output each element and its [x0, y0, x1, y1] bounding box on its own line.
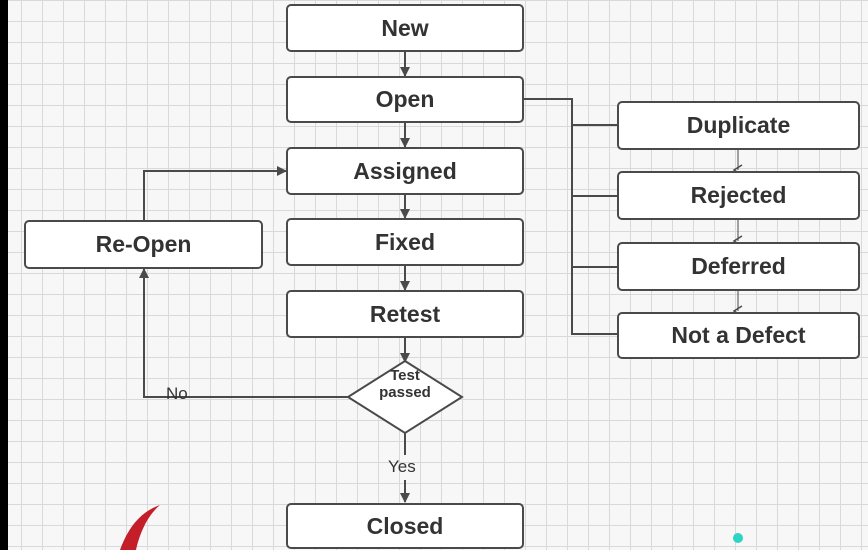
decision-diamond	[346, 359, 464, 435]
logo-swoosh	[120, 505, 160, 550]
edge-reopen-assigned	[143, 166, 287, 220]
node-not-a-defect: Not a Defect	[617, 312, 860, 359]
node-assigned: Assigned	[286, 147, 524, 195]
node-deferred: Deferred	[617, 242, 860, 291]
node-rejected: Rejected	[617, 171, 860, 220]
node-closed: Closed	[286, 503, 524, 549]
node-fixed: Fixed	[286, 218, 524, 266]
node-reopen: Re-Open	[24, 220, 263, 269]
node-open: Open	[286, 76, 524, 123]
node-new: New	[286, 4, 524, 52]
decision-label-line2: passed	[379, 384, 431, 401]
edge-label-yes: Yes	[388, 457, 416, 476]
edge-label-no: No	[166, 384, 188, 403]
left-edge-bar	[0, 0, 8, 550]
decision-label-line1: Test	[390, 367, 420, 384]
edge-open-branch	[524, 98, 617, 335]
teal-dot	[733, 533, 743, 543]
edge-no-reopen	[139, 268, 348, 398]
node-duplicate: Duplicate	[617, 101, 860, 150]
node-retest: Retest	[286, 290, 524, 338]
decision-label: Test passed	[354, 367, 456, 401]
